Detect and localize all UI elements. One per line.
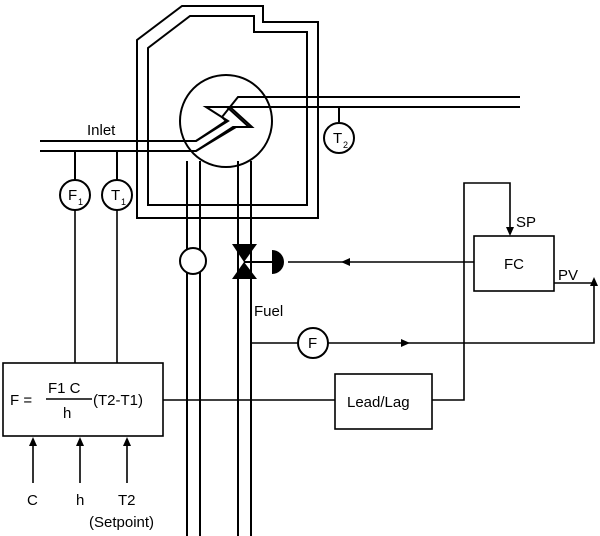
- fuel-label: Fuel: [254, 303, 283, 320]
- input-h-label: h: [76, 492, 84, 509]
- input-c-label: C: [27, 492, 38, 509]
- t1-sensor-letter: T: [111, 187, 120, 204]
- equation-numerator: F1 C: [48, 380, 81, 397]
- equation-lhs: F =: [10, 392, 32, 409]
- sp-label: SP: [516, 214, 536, 231]
- t2-sensor-sub: 2: [343, 140, 348, 150]
- f1-sensor-sub: 1: [78, 197, 83, 207]
- valve-actuator: [272, 250, 284, 274]
- flow-to-pv-signal: [328, 283, 595, 344]
- fc-to-valve-arrow: [341, 258, 350, 266]
- furnace-chamber: [147, 15, 308, 206]
- coil-zigzag: [195, 106, 255, 152]
- f1-sensor-letter: F: [68, 187, 77, 204]
- sp-arrow: [506, 227, 514, 236]
- fc-controller: [473, 235, 555, 292]
- input-h-arrow: [76, 437, 84, 446]
- equation-denominator: h: [63, 405, 71, 422]
- input-setpoint-label: (Setpoint): [89, 514, 154, 531]
- lead-lag-block: [334, 373, 433, 430]
- t2-sensor: [323, 122, 355, 154]
- t1-sensor-sub: 1: [121, 197, 126, 207]
- burner-indicator: [179, 247, 207, 275]
- pv-arrow: [590, 277, 598, 286]
- control-valve-top: [232, 244, 257, 262]
- inlet-label: Inlet: [87, 122, 116, 139]
- equation-tail: (T2-T1): [93, 392, 143, 409]
- pv-label: PV: [558, 267, 578, 284]
- leadlag-to-sp-signal: [432, 182, 511, 401]
- lead-lag-label: Lead/Lag: [347, 394, 410, 411]
- input-t2-arrow: [123, 437, 131, 446]
- furnace-outer-wall: [136, 5, 319, 219]
- t2-sensor-letter: T: [333, 130, 342, 147]
- input-c-arrow: [29, 437, 37, 446]
- flow-mid-arrow: [401, 339, 410, 347]
- fuel-flow-sensor-letter: F: [308, 335, 317, 352]
- input-t2-label: T2: [118, 492, 136, 509]
- fc-label: FC: [504, 256, 524, 273]
- control-valve-bottom: [232, 262, 257, 279]
